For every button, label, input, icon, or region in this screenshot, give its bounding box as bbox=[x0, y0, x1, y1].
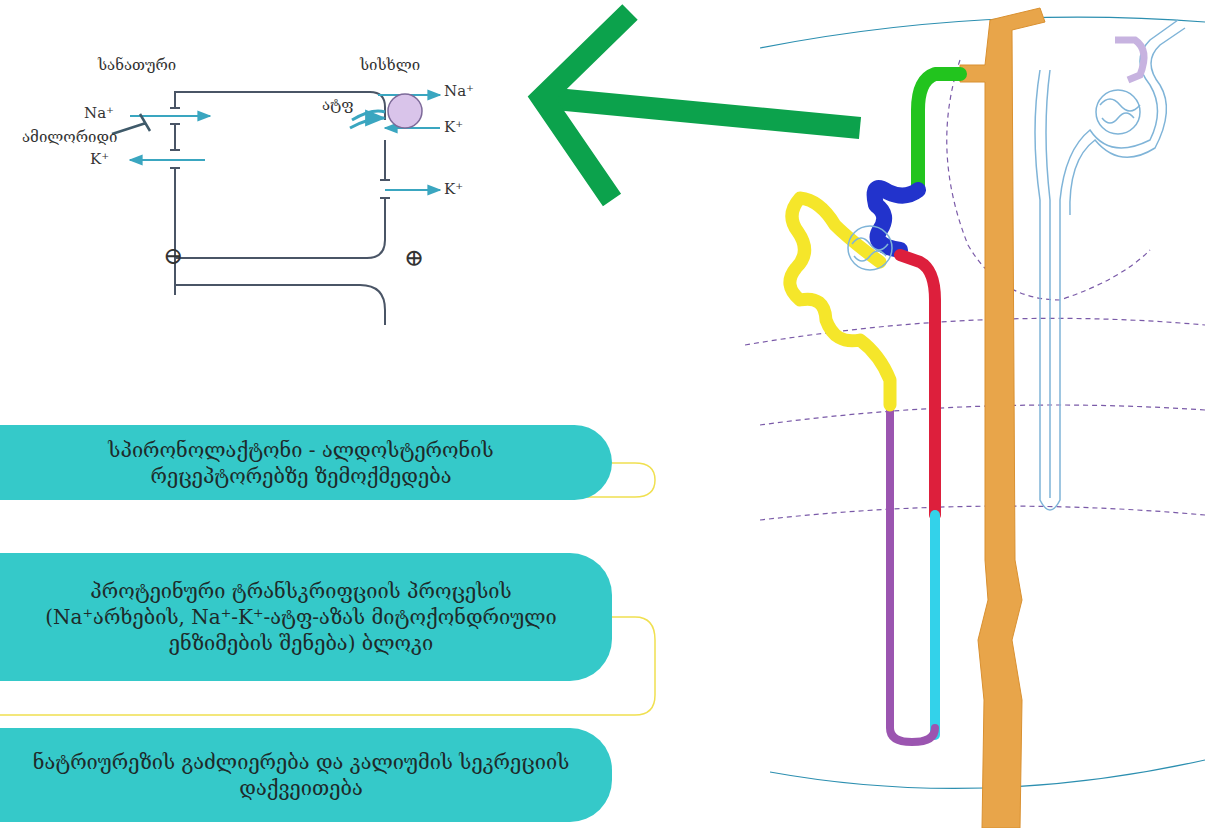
part-label: K⁺ bbox=[444, 118, 463, 136]
part-label: Na⁺ bbox=[444, 82, 474, 100]
part-label: ატფ bbox=[322, 96, 354, 114]
zone-dashed bbox=[745, 60, 1205, 520]
channel-marks bbox=[170, 108, 390, 198]
process-box: სპირონოლაქტონი - ალდოსტერონის რეცეპტორებ… bbox=[0, 425, 612, 500]
amiloride-block bbox=[112, 114, 150, 134]
big-arrow bbox=[542, 12, 860, 200]
ion-arrows bbox=[130, 95, 440, 190]
part-label: ⊕ bbox=[404, 244, 424, 272]
part-label: ⊖ bbox=[163, 242, 183, 270]
nephron-pale bbox=[1035, 20, 1185, 510]
process-box: ნატრიურეზის გაძლიერება და კალიუმის სეკრე… bbox=[0, 728, 612, 822]
part-label: სისხლი bbox=[360, 56, 420, 74]
box-text: სპირონოლაქტონი - ალდოსტერონის რეცეპტორებ… bbox=[30, 437, 572, 489]
pump-symbol bbox=[388, 94, 422, 128]
part-label: K⁺ bbox=[444, 180, 463, 198]
part-label: K⁺ bbox=[90, 150, 109, 168]
collecting-duct bbox=[960, 8, 1045, 828]
part-label: ამილორიდი bbox=[22, 128, 117, 146]
part-label: Na⁺ bbox=[84, 104, 114, 122]
part-label: სანათური bbox=[98, 56, 176, 74]
bracket bbox=[0, 463, 655, 715]
nephron-colored bbox=[790, 74, 960, 742]
box-text: პროტეინური ტრანსკრიფციის პროცესის (Na⁺არ… bbox=[30, 578, 572, 656]
process-box: პროტეინური ტრანსკრიფციის პროცესის (Na⁺არ… bbox=[0, 553, 612, 681]
glomerulus bbox=[848, 226, 892, 270]
box-text: ნატრიურეზის გაძლიერება და კალიუმის სეკრე… bbox=[30, 749, 572, 801]
cell-outline bbox=[175, 92, 385, 325]
